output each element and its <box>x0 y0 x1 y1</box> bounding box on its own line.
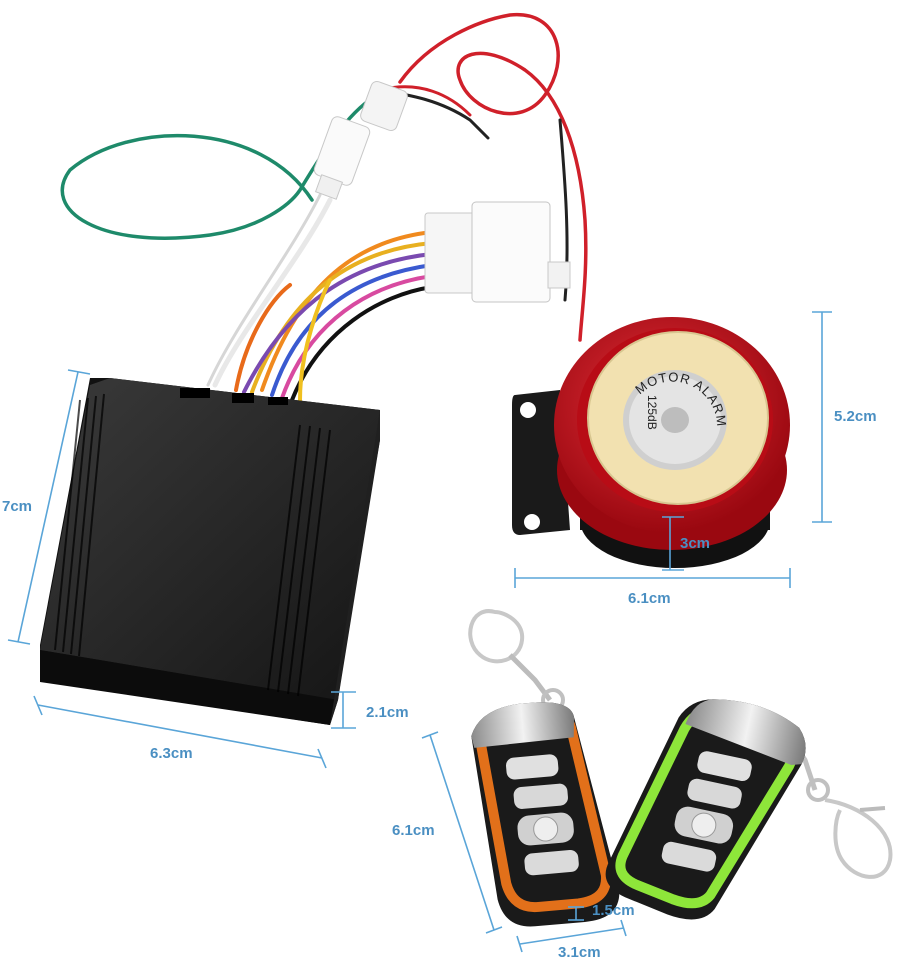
siren-db-text: 125dB <box>645 395 659 430</box>
siren: MOTOR ALARM 125dB <box>512 317 790 568</box>
box-height-label: 7cm <box>2 498 33 515</box>
box-width-label: 6.3cm <box>150 745 193 762</box>
siren-width-label: 6.1cm <box>628 590 671 607</box>
remote-orange <box>468 609 620 927</box>
dimension-lines <box>7 311 832 953</box>
box-depth-label: 2.1cm <box>366 704 409 721</box>
siren-height-label: 5.2cm <box>834 408 877 425</box>
remote-depth-label: 1.5cm <box>592 902 635 919</box>
wire-harness <box>60 13 588 402</box>
remote-width-label: 3.1cm <box>558 944 601 961</box>
alarm-control-box <box>40 378 380 725</box>
siren-depth-label: 3cm <box>680 535 711 552</box>
wire-connectors <box>313 80 571 303</box>
remote-green <box>605 699 893 920</box>
remote-height-label: 6.1cm <box>392 822 435 839</box>
